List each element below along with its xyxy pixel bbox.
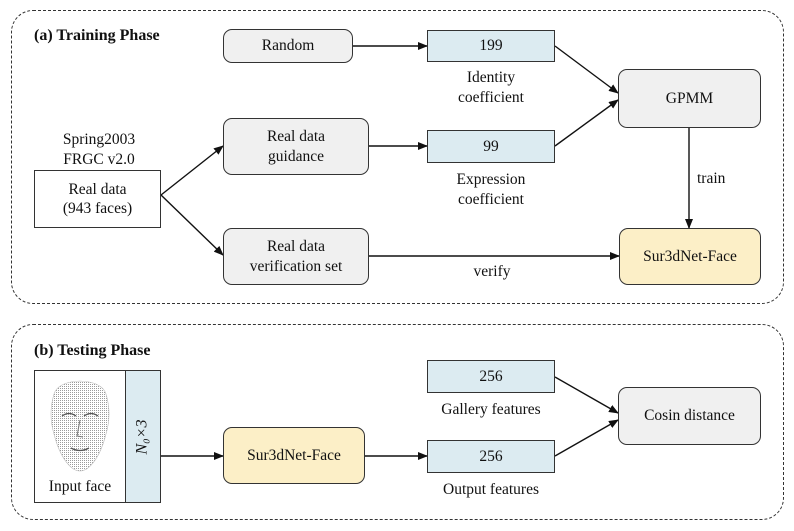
gallery-features-box: 256 xyxy=(427,360,555,393)
arrow-output-to-distance xyxy=(554,419,619,457)
train-label: train xyxy=(697,170,726,187)
dataset-label: Spring2003 FRGC v2.0 xyxy=(62,131,136,168)
output-features-label: Output features xyxy=(443,481,539,498)
training-sur3dnet-box: Sur3dNet-Face xyxy=(619,228,761,285)
gallery-value: 256 xyxy=(479,367,503,385)
gpmm-box: GPMM xyxy=(618,69,761,128)
identity-coefficient-box: 199 xyxy=(427,30,555,62)
gallery-features-label: Gallery features xyxy=(441,401,541,418)
verify-label: verify xyxy=(473,263,511,280)
face-scan-image xyxy=(40,376,120,476)
real-data-verification-box: Real data verification set xyxy=(223,228,369,285)
cosin-distance-box: Cosin distance xyxy=(618,387,761,445)
arrow-realdata-to-guidance xyxy=(160,145,224,196)
arrow-expression-to-gpmm xyxy=(554,99,619,147)
input-face-label: Input face xyxy=(48,477,112,495)
testing-phase-title: (b) Testing Phase xyxy=(34,342,151,359)
random-box: Random xyxy=(223,29,353,63)
arrow-gallery-to-distance xyxy=(554,376,619,414)
expression-coefficient-label: Expression coefficient xyxy=(456,171,526,208)
identity-value: 199 xyxy=(479,37,503,55)
input-shape-box: N₀×3 xyxy=(125,370,161,503)
real-data-guidance-box: Real data guidance xyxy=(223,118,369,175)
output-value: 256 xyxy=(479,447,503,465)
arrow-identity-to-gpmm xyxy=(554,45,619,94)
training-phase-title: (a) Training Phase xyxy=(34,27,160,44)
expression-value: 99 xyxy=(483,137,499,155)
training-phase-panel xyxy=(11,10,784,304)
random-label: Random xyxy=(261,37,315,55)
gpmm-label: GPMM xyxy=(665,89,714,107)
identity-coefficient-label: Identity coefficient xyxy=(458,69,524,106)
output-features-box: 256 xyxy=(427,440,555,473)
arrow-realdata-to-verification xyxy=(160,194,224,256)
testing-sur3dnet-box: Sur3dNet-Face xyxy=(223,427,365,484)
expression-coefficient-box: 99 xyxy=(427,130,555,163)
real-data-box: Real data (943 faces) xyxy=(34,170,161,228)
input-shape-label: N₀×3 xyxy=(134,418,151,455)
testing-phase-panel xyxy=(11,324,784,520)
